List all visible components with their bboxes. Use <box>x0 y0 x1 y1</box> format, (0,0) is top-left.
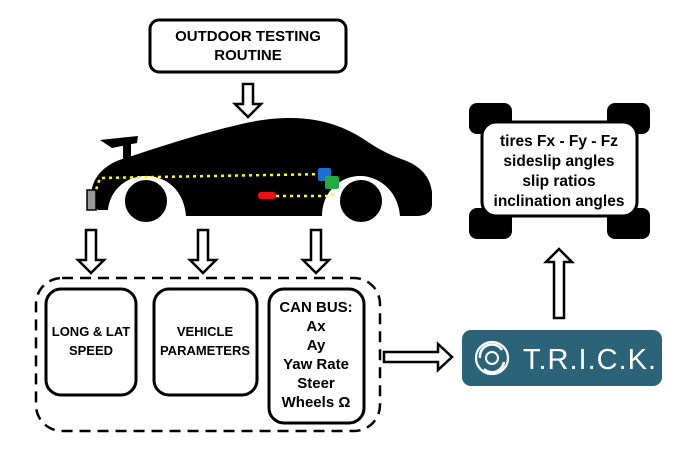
arrow-car-to-speed <box>74 228 108 275</box>
trick-logo-icon <box>474 340 510 376</box>
speed-line-1: LONG & LAT <box>52 324 131 339</box>
canbus-line-1: CAN BUS: <box>279 299 352 316</box>
output-line-4: inclination angles <box>494 193 625 210</box>
output-line-1: tires Fx - Fy - Fz <box>500 133 618 150</box>
output-line-2: sideslip angles <box>503 153 614 170</box>
canbus-box: CAN BUS: Ax Ay Yaw Rate Steer Wheels Ω <box>267 287 366 425</box>
red-sensor <box>258 192 276 199</box>
vehicle-line-1: VEHICLE <box>177 324 234 339</box>
vehicle-parameters-box: VEHICLE PARAMETERS <box>152 287 259 397</box>
arrow-car-to-vehicle <box>186 228 220 275</box>
car-silhouette <box>91 118 432 226</box>
vehicle-line-2: PARAMETERS <box>160 343 250 358</box>
arrow-car-to-canbus <box>299 228 333 275</box>
dotted-line-gray <box>92 172 327 197</box>
canbus-line-6: Wheels Ω <box>282 394 351 411</box>
inputs-dashed-group <box>34 276 382 433</box>
arrow-title-to-car <box>231 82 265 119</box>
output-line-3: slip ratios <box>522 173 595 190</box>
gray-sensor <box>86 189 97 211</box>
speed-line-2: SPEED <box>69 343 113 358</box>
canbus-line-5: Steer <box>297 375 335 392</box>
canbus-line-2: Ax <box>306 318 326 335</box>
trick-label: T.R.I.C.K. <box>523 344 657 376</box>
arrow-trick-to-outputs <box>542 247 576 320</box>
trick-box: T.R.I.C.K. <box>462 330 662 386</box>
canbus-line-4: Yaw Rate <box>283 356 349 373</box>
speed-box: LONG & LAT SPEED <box>44 287 138 397</box>
canbus-line-3: Ay <box>307 337 326 354</box>
green-sensor <box>325 176 339 189</box>
title-line-2: ROUTINE <box>214 47 282 64</box>
arrow-inputs-to-trick <box>382 341 454 373</box>
outdoor-testing-box: OUTDOOR TESTING ROUTINE <box>148 18 348 74</box>
title-line-1: OUTDOOR TESTING <box>175 28 321 45</box>
sensor-layer <box>86 168 339 211</box>
outputs-box: tires Fx - Fy - Fz sideslip angles slip … <box>469 103 650 239</box>
